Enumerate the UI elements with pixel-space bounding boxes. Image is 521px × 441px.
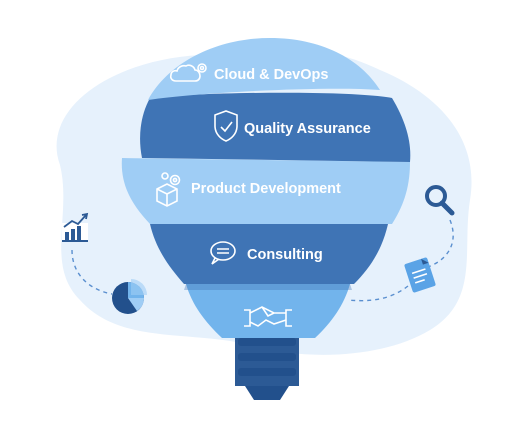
bulb-band-product-development (121, 158, 410, 224)
box-gears-icon (156, 172, 181, 207)
magnifier-icon (425, 185, 455, 216)
pie-chart-icon (112, 279, 147, 314)
band-label-consulting: Consulting (247, 247, 323, 263)
cloud-gear-icon (169, 63, 207, 82)
band-label-product-development: Product Development (191, 181, 341, 197)
shield-check-icon (214, 110, 238, 142)
dashed-connector-left (71, 249, 113, 295)
handshake-icon (244, 306, 292, 327)
band-label-quality-assurance: Quality Assurance (244, 121, 371, 137)
speech-bubble-icon (210, 241, 236, 265)
bulb-band-consulting (150, 224, 388, 284)
band-label-cloud-devops: Cloud & DevOps (214, 67, 328, 83)
bulb-band-cloud-devops (148, 38, 380, 100)
bulb-band-handshake (184, 284, 352, 338)
bulb-base (235, 330, 299, 400)
document-icon (404, 257, 436, 293)
dashed-connector-right (347, 219, 454, 302)
growth-chart-icon (62, 212, 89, 242)
bulb-band-quality-assurance (140, 92, 411, 162)
